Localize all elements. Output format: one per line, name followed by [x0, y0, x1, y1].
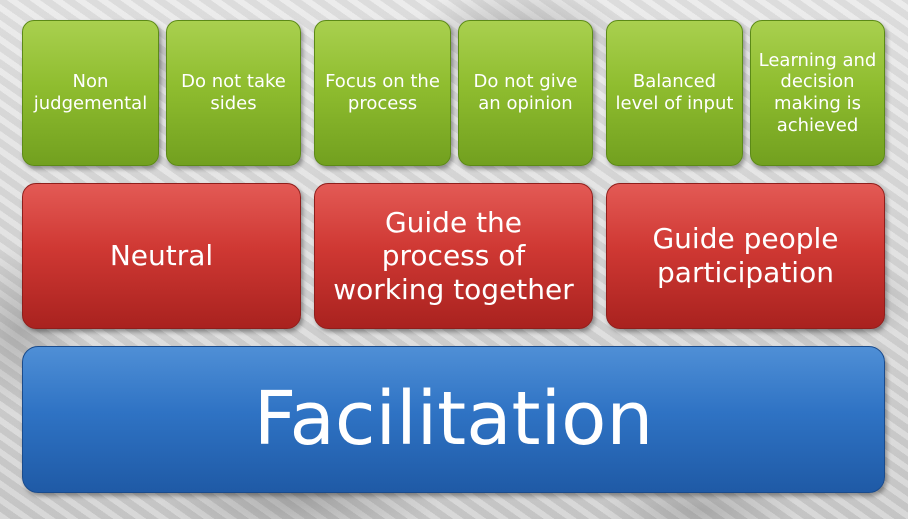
- green-box-label: Balanced level of input: [615, 71, 734, 114]
- green-box-balanced-level-of-input: Balanced level of input: [606, 20, 743, 166]
- green-box-learning-and-decision-making: Learning and decision making is achieved: [750, 20, 885, 166]
- red-box-label: Guide people participation: [652, 222, 839, 289]
- green-box-do-not-take-sides: Do not take sides: [166, 20, 301, 166]
- green-box-label: Non judgemental: [33, 71, 148, 114]
- green-box-label: Do not take sides: [181, 71, 286, 114]
- red-box-guide-people-participation: Guide people participation: [606, 183, 885, 329]
- green-box-do-not-give-an-opinion: Do not give an opinion: [458, 20, 593, 166]
- red-box-label: Guide the process of working together: [333, 205, 574, 306]
- green-box-label: Do not give an opinion: [473, 71, 578, 114]
- base-label: Facilitation: [253, 376, 654, 463]
- red-box-neutral: Neutral: [22, 183, 301, 329]
- green-box-label: Focus on the process: [325, 71, 440, 114]
- green-box-focus-on-the-process: Focus on the process: [314, 20, 451, 166]
- green-box-non-judgemental: Non judgemental: [22, 20, 159, 166]
- green-box-label: Learning and decision making is achieved: [758, 49, 877, 136]
- blue-box-facilitation: Facilitation: [22, 346, 885, 493]
- red-box-label: Neutral: [109, 239, 214, 273]
- red-box-guide-the-process: Guide the process of working together: [314, 183, 593, 329]
